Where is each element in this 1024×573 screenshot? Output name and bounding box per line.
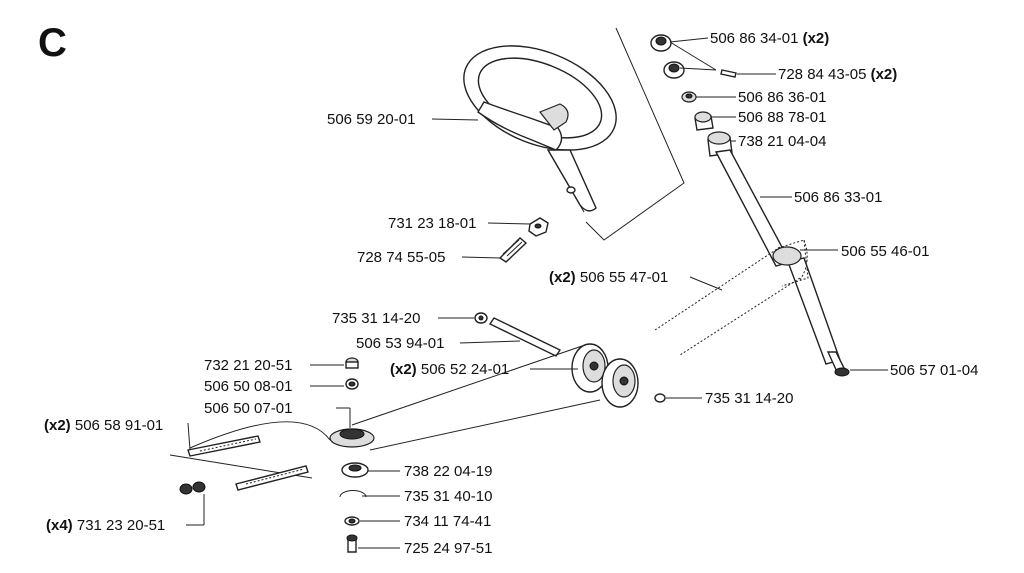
part-label-728-84-43-05: 728 84 43-05 (x2) [778,66,897,83]
assembly-outline [585,27,685,241]
part-label-731-23-18-01: 731 23 18-01 [388,215,476,232]
part-label-734-11-74-41: 734 11 74-41 [404,513,491,530]
part-label-506-50-08-01: 506 50 08-01 [204,378,292,395]
part-label-506-53-94-01: 506 53 94-01 [356,335,444,352]
part-label-506-57-01-04: 506 57 01-04 [890,362,978,379]
sprocket-chain-drawing [654,239,809,356]
part-label-506-59-20-01: 506 59 20-01 [327,111,415,128]
part-label-735-31-40-10: 735 31 40-10 [404,488,492,505]
part-label-506-58-91-01: (x2) 506 58 91-01 [44,417,163,434]
part-label-731-23-20-51: (x4) 731 23 20-51 [46,517,165,534]
wheel-nut-drawing [528,217,549,237]
part-label-506-86-34-01: 506 86 34-01 (x2) [710,30,829,47]
part-label-735-31-14-20-top: 735 31 14-20 [332,310,420,327]
leader-lines [186,37,888,549]
part-label-506-86-36-01: 506 86 36-01 [738,89,826,106]
steering-wheel-drawing [463,45,617,213]
part-label-738-21-04-04: 738 21 04-04 [738,133,826,150]
part-label-738-22-04-19: 738 22 04-19 [404,463,492,480]
axle-pin-drawing [474,312,562,357]
part-label-506-50-07-01: 506 50 07-01 [204,400,292,417]
center-stack-drawing [329,357,375,553]
section-letter: C [38,21,67,65]
part-label-728-74-55-05: 728 74 55-05 [357,249,445,266]
part-label-506-86-33-01: 506 86 33-01 [794,189,882,206]
shaft-bolt-drawing [826,351,850,377]
part-label-506-52-24-01: (x2) 506 52 24-01 [390,361,509,378]
tie-rods-drawing [187,435,309,491]
wheel-bolt-drawing [498,237,528,263]
pulleys-drawing [571,343,666,408]
part-label-506-55-47-01: (x2) 506 55 47-01 [549,269,668,286]
tie-rod-nuts-drawing [179,481,206,495]
part-label-506-55-46-01: 506 55 46-01 [841,243,929,260]
part-label-506-88-78-01: 506 88 78-01 [738,109,826,126]
part-label-735-31-14-20-right: 735 31 14-20 [705,390,793,407]
part-label-732-21-20-51: 732 21 20-51 [204,357,292,374]
part-label-725-24-97-51: 725 24 97-51 [404,540,492,557]
